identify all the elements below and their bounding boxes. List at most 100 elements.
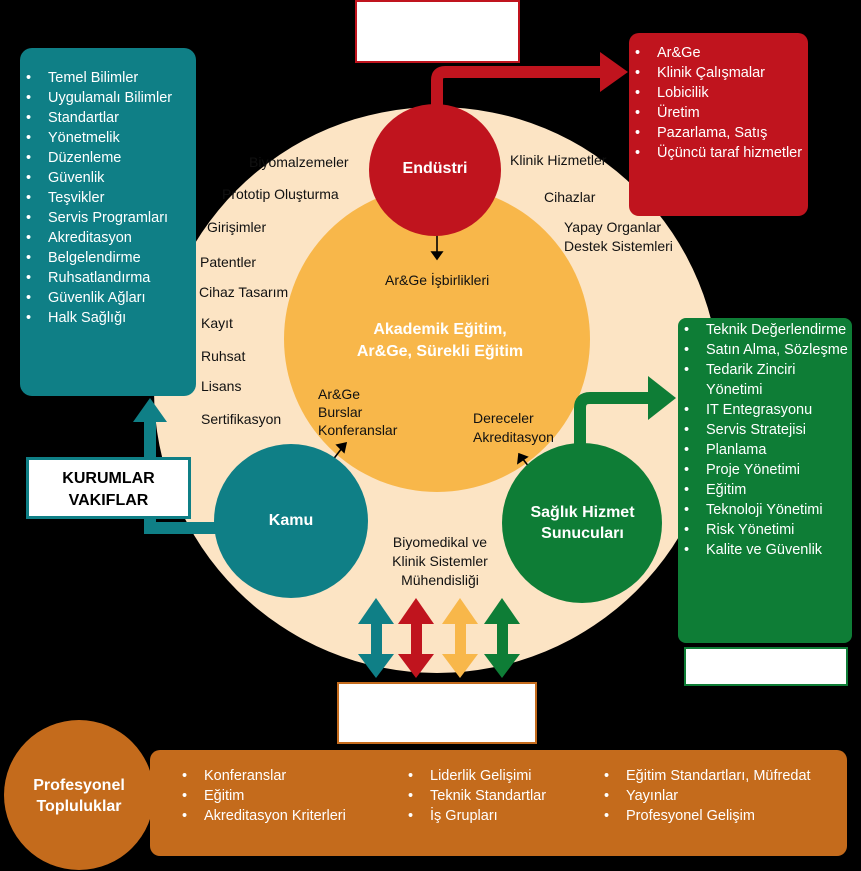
label-kamu-akademik: Ar&Ge Burslar Konferanslar [318, 385, 397, 439]
profesyonel-col-1: KonferanslarEğitimAkreditasyon Kriterler… [176, 766, 346, 826]
label-burslar: Burslar [318, 404, 363, 420]
saglik-line-2: Sunucuları [541, 525, 624, 542]
green-empty-box [684, 647, 848, 686]
profesyonel-line-2: Topluluklar [36, 798, 122, 815]
top-empty-box [355, 0, 520, 63]
list-item: Akreditasyon [20, 228, 196, 248]
list-item: Yayınlar [598, 786, 811, 806]
list-item: Güvenlik [20, 168, 196, 188]
label-cihazlar: Cihazlar [544, 189, 596, 205]
saglik-circle [502, 443, 662, 603]
teal-list-box: Temel BilimlerUygulamalı BilimlerStandar… [20, 48, 196, 396]
teal-list: Temel BilimlerUygulamalı BilimlerStandar… [20, 68, 196, 328]
green-arrow-head [648, 376, 676, 420]
list-item: İş Grupları [402, 806, 546, 826]
bottom-double-arrows [358, 598, 520, 678]
list-item: Servis Programları [20, 208, 196, 228]
kamu-circle [214, 444, 368, 598]
red-arrow-head [600, 52, 628, 92]
list-item: Eğitim [176, 786, 346, 806]
red-list: Ar&GeKlinik ÇalışmalarLobicilikÜretimPaz… [629, 43, 808, 163]
list-item: Düzenleme [20, 148, 196, 168]
akademik-line-1: Akademik Eğitim, [373, 321, 507, 338]
label-biyomedikal-2: Klinik Sistemler [392, 553, 488, 569]
list-item: Risk Yönetimi [678, 520, 852, 540]
list-item: Eğitim Standartları, Müfredat [598, 766, 811, 786]
label-girisimler: Girişimler [207, 219, 267, 235]
teal-arrow-head [133, 398, 167, 422]
label-kayit: Kayıt [201, 315, 233, 331]
list-item: Belgelendirme [20, 248, 196, 268]
akademik-label: Akademik Eğitim, Ar&Ge, Sürekli Eğitim [300, 319, 580, 363]
list-item: Servis Stratejisi [678, 420, 852, 440]
endustri-label: Endüstri [402, 160, 468, 177]
label-klinik-hizmetler: Klinik Hizmetler [510, 152, 607, 168]
profesyonel-col-2: Liderlik GelişimiTeknik Standartlarİş Gr… [402, 766, 546, 826]
list-item: Ruhsatlandırma [20, 268, 196, 288]
list-item: Temel Bilimler [20, 68, 196, 88]
list-item: Üretim [629, 103, 808, 123]
label-dereceler: Dereceler [473, 410, 534, 426]
list-item: Akreditasyon Kriterleri [176, 806, 346, 826]
profesyonel-box: KonferanslarEğitimAkreditasyon Kriterler… [150, 750, 847, 856]
saglik-label: Sağlık Hizmet Sunucuları [505, 502, 660, 544]
profesyonel-label: Profesyonel Topluluklar [14, 775, 144, 817]
green-list-box: Teknik DeğerlendirmeSatın Alma, Sözleşme… [678, 318, 852, 643]
kamu-connector [144, 420, 225, 534]
list-item: Proje Yönetimi [678, 460, 852, 480]
list-item: Halk Sağlığı [20, 308, 196, 328]
list-item: Teknik Standartlar [402, 786, 546, 806]
center-circle [284, 186, 590, 492]
list-item: Eğitim [678, 480, 852, 500]
kamu-label: Kamu [268, 512, 314, 529]
endustri-circle [369, 104, 501, 236]
list-item: Yönetmelik [20, 128, 196, 148]
label-sertifikasyon: Sertifikasyon [201, 411, 282, 427]
label-saglik-akademik: Dereceler Akreditasyon [473, 409, 554, 447]
label-yapay-organlar: Yapay Organlar [564, 219, 662, 235]
list-item: Ar&Ge [629, 43, 808, 63]
list-item: Liderlik Gelişimi [402, 766, 546, 786]
kurumlar-label: KURUMLAR [62, 470, 155, 487]
list-item: Teşvikler [20, 188, 196, 208]
label-destek-sistemleri: Destek Sistemleri [564, 238, 673, 254]
label-akreditasyon: Akreditasyon [473, 429, 554, 445]
label-cihaz-tasarim: Cihaz Tasarım [199, 284, 289, 300]
list-item: Teknoloji Yönetimi [678, 500, 852, 520]
label-arge: Ar&Ge [318, 386, 361, 402]
endustri-connector [431, 66, 605, 120]
list-item: Tedarik Zinciri Yönetimi [678, 360, 852, 400]
profesyonel-line-1: Profesyonel [33, 777, 125, 794]
list-item: Güvenlik Ağları [20, 288, 196, 308]
profesyonel-circle [4, 720, 154, 870]
label-biyomalzemeler: Biyomalzemeler [249, 154, 349, 170]
label-biyomedikal-1: Biyomedikal ve [392, 534, 488, 550]
green-list: Teknik DeğerlendirmeSatın Alma, Sözleşme… [678, 320, 852, 560]
red-list-box: Ar&GeKlinik ÇalışmalarLobicilikÜretimPaz… [629, 33, 808, 216]
kurumlar-vakiflar-box: KURUMLAR VAKIFLAR [26, 457, 191, 519]
label-ruhsat: Ruhsat [201, 348, 246, 364]
list-item: Profesyonel Gelişim [598, 806, 811, 826]
list-item: Lobicilik [629, 83, 808, 103]
label-biyomedikal: Biyomedikal ve Klinik Sistemler Mühendis… [370, 533, 510, 590]
label-patentler: Patentler [200, 254, 257, 270]
list-item: Teknik Değerlendirme [678, 320, 852, 340]
list-item: IT Entegrasyonu [678, 400, 852, 420]
label-konferanslar: Konferanslar [318, 422, 398, 438]
saglik-connector [574, 392, 652, 470]
list-item: Planlama [678, 440, 852, 460]
label-prototip: Prototip Oluşturma [222, 186, 339, 202]
label-biyomedikal-3: Mühendisliği [401, 572, 479, 588]
list-item: Pazarlama, Satış [629, 123, 808, 143]
saglik-line-1: Sağlık Hizmet [530, 504, 635, 521]
list-item: Üçüncü taraf hizmetler [629, 143, 808, 163]
bottom-empty-box [337, 682, 537, 744]
list-item: Uygulamalı Bilimler [20, 88, 196, 108]
akademik-line-2: Ar&Ge, Sürekli Eğitim [356, 343, 524, 360]
list-item: Standartlar [20, 108, 196, 128]
label-arge-isbirlikleri: Ar&Ge İşbirlikleri [385, 272, 490, 288]
list-item: Satın Alma, Sözleşme [678, 340, 852, 360]
vakiflar-label: VAKIFLAR [68, 492, 149, 509]
